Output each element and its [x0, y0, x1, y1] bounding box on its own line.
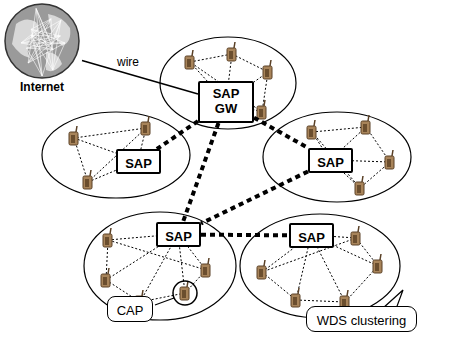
dotted-links: [74, 54, 390, 302]
internet-globe: Internet: [2, 2, 82, 96]
sap-box: SAP: [289, 223, 334, 248]
wireless-link: [312, 127, 366, 132]
access-point-icon: [385, 150, 394, 169]
access-point-icon: [351, 226, 360, 245]
access-point-icon: [291, 288, 300, 307]
sap-box: SAP: [156, 222, 201, 247]
globe-illustration: [2, 2, 82, 80]
access-point-icon: [257, 100, 266, 119]
callout-box: CAP: [107, 296, 153, 322]
access-point-icon: [101, 268, 110, 287]
wireless-link: [190, 54, 232, 62]
node-label: SAP: [298, 231, 325, 246]
cluster-ellipse: [263, 112, 411, 202]
wds-link: [183, 123, 218, 222]
access-point-icon: [361, 115, 370, 134]
sap-box: SAP: [116, 149, 161, 174]
access-point-icon: [201, 258, 210, 277]
node-label: SAP GW: [206, 87, 246, 117]
cluster-ellipse: [160, 37, 296, 129]
access-points: [69, 42, 394, 309]
wireless-link: [296, 300, 345, 302]
access-point-icon: [257, 260, 266, 279]
wds-link: [254, 118, 308, 148]
node-label: Internet: [2, 80, 82, 94]
node-label: SAP: [125, 157, 152, 172]
access-point-icon: [141, 116, 150, 135]
cluster-ellipse: [42, 112, 190, 198]
access-point-icon: [373, 254, 382, 273]
wds-link: [201, 233, 289, 238]
access-point-icon: [83, 170, 92, 189]
wds-link: [201, 171, 308, 223]
access-point-icon: [185, 50, 194, 69]
cap-leader-line: [155, 298, 174, 305]
callout-box: WDS clustering: [306, 306, 417, 332]
cluster-ellipse: [240, 214, 400, 318]
sap-box: SAP: [308, 148, 353, 173]
edge-label: wire: [115, 55, 141, 69]
wds-link: [157, 121, 198, 149]
node-label: SAP: [165, 230, 192, 245]
node-label: SAP: [317, 156, 344, 171]
access-point-icon: [263, 60, 272, 79]
access-point-icon: [307, 120, 316, 139]
access-point-icon: [355, 176, 364, 195]
access-point-icon: [180, 281, 189, 300]
access-point-icon: [103, 228, 112, 247]
cap-highlight-circle: [173, 281, 197, 305]
node-label: CAP: [117, 304, 144, 319]
wireless-link: [74, 128, 146, 138]
node-label: WDS clustering: [317, 314, 407, 329]
access-point-icon: [227, 42, 236, 61]
access-point-icon: [69, 126, 78, 145]
gateway-box: SAP GW: [198, 81, 254, 123]
